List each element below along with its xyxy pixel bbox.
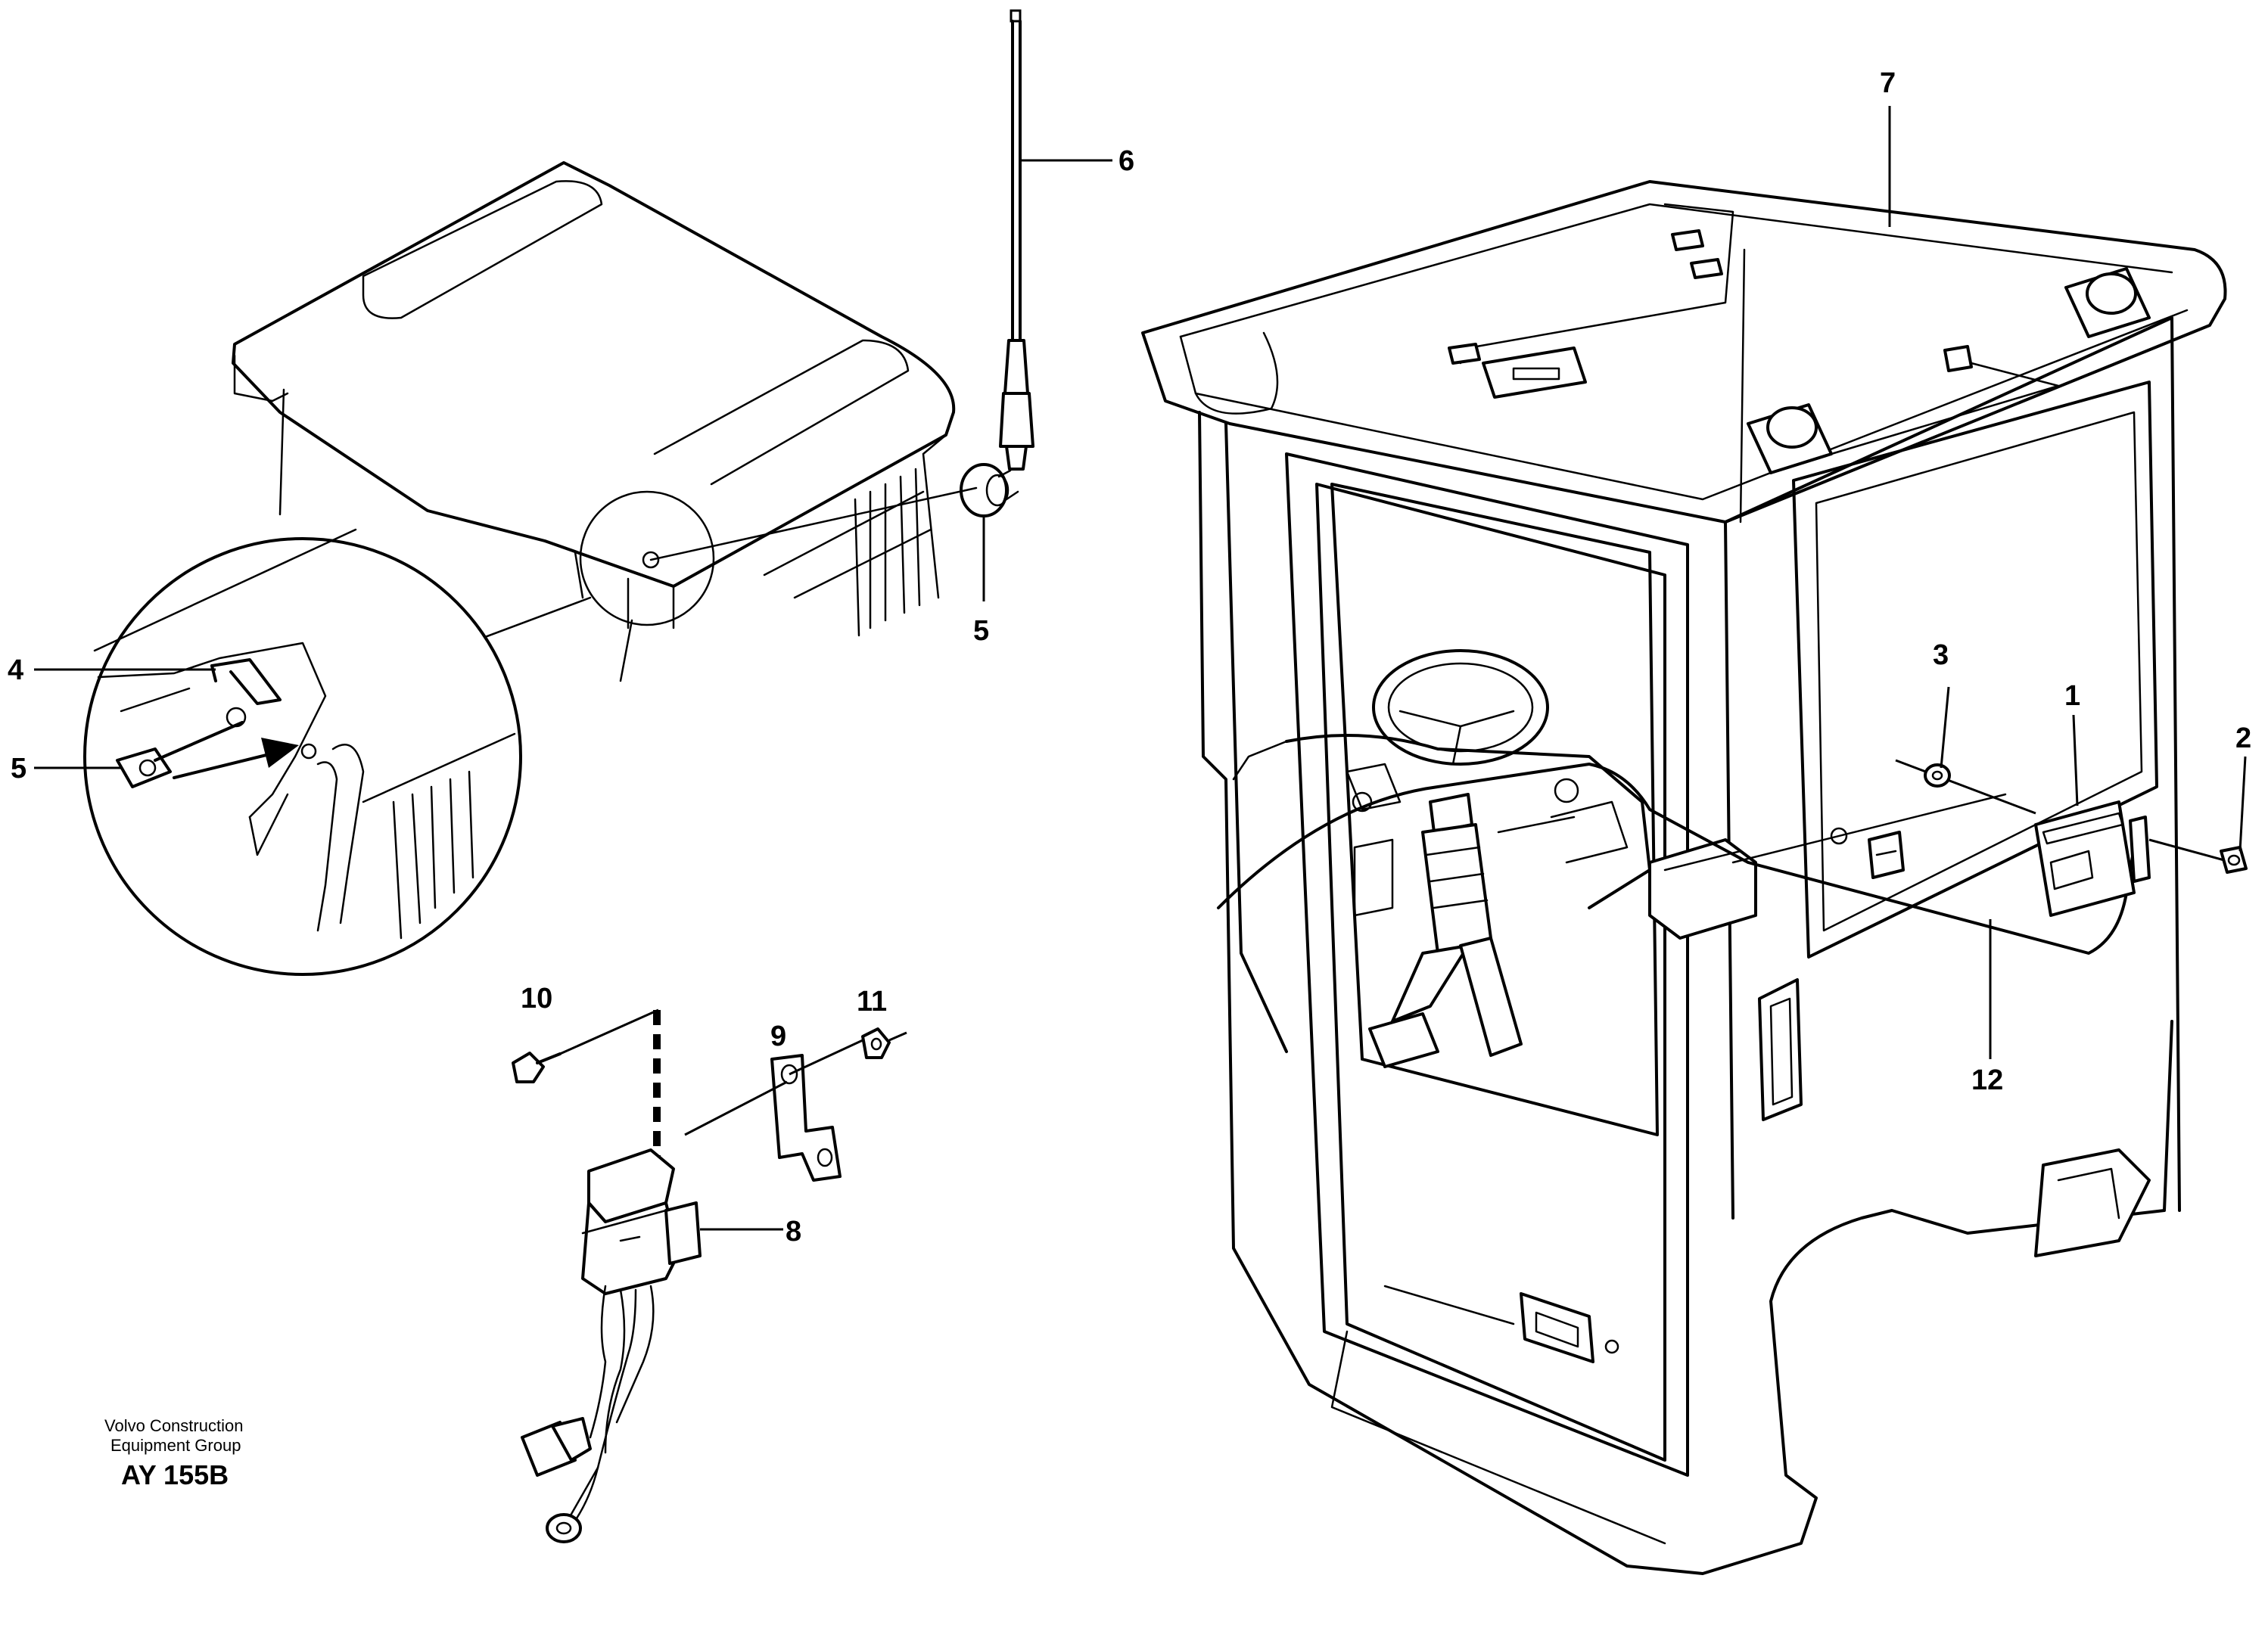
callout-6: 6 xyxy=(1118,145,1134,177)
relay-harness xyxy=(512,1008,907,1543)
cab-roof-drawing xyxy=(232,161,956,682)
antenna-mount xyxy=(649,463,1019,561)
callout-5-lower: 5 xyxy=(11,753,26,785)
callout-3: 3 xyxy=(1933,639,1949,671)
callout-labels: 6 5 4 5 7 1 2 3 12 10 9 11 8 xyxy=(8,67,2251,1248)
figure-footer: Volvo Construction Equipment Group AY 15… xyxy=(104,1416,243,1490)
antenna-mount-detail xyxy=(83,528,522,976)
brand-line-1: Volvo Construction xyxy=(104,1416,243,1435)
cab-assembly xyxy=(1141,180,2248,1575)
brand-line-2: Equipment Group xyxy=(110,1436,241,1455)
callout-7: 7 xyxy=(1880,67,1896,99)
callout-1: 1 xyxy=(2064,680,2080,712)
callout-9: 9 xyxy=(770,1021,786,1052)
callout-2: 2 xyxy=(2235,722,2251,754)
callout-8: 8 xyxy=(786,1216,801,1248)
antenna xyxy=(999,9,1034,471)
callout-4: 4 xyxy=(8,654,23,686)
leader-lines xyxy=(34,106,2247,1059)
callout-11: 11 xyxy=(857,986,887,1018)
callout-12: 12 xyxy=(1971,1064,2003,1096)
callout-5-upper: 5 xyxy=(973,615,989,647)
figure-code: AY 155B xyxy=(121,1459,229,1490)
callout-10: 10 xyxy=(521,983,552,1015)
